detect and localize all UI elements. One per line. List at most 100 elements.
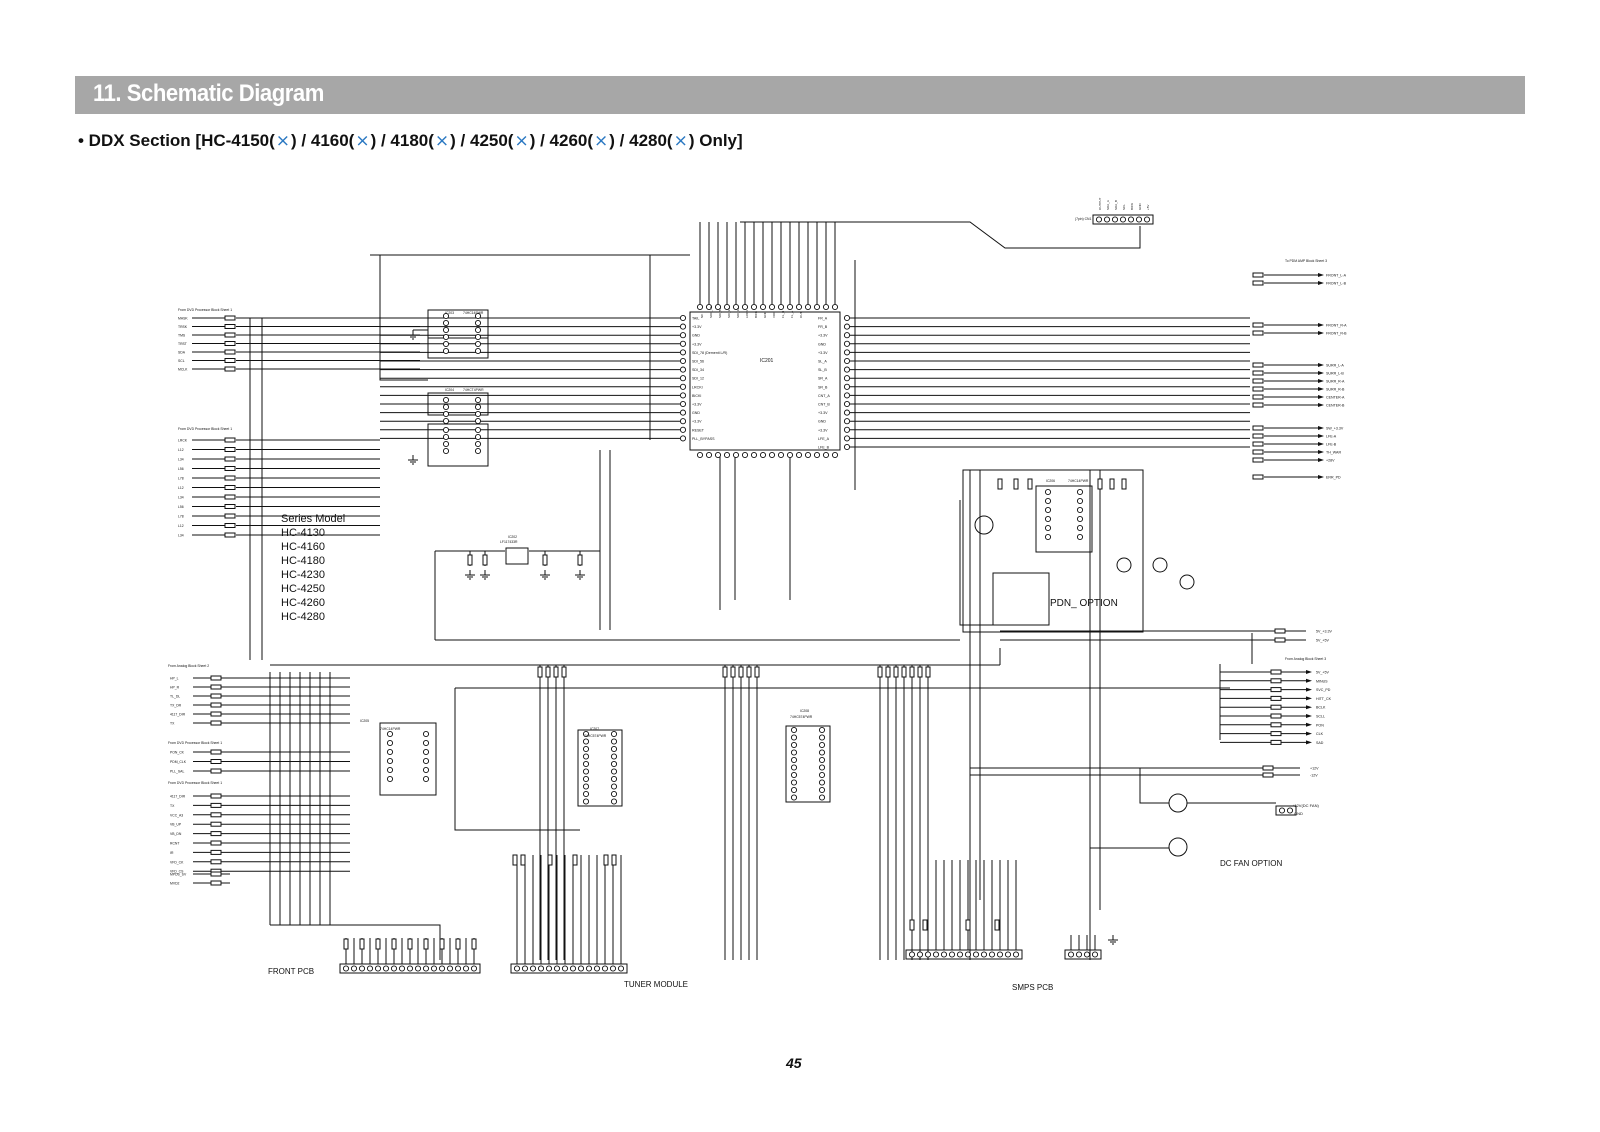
pin <box>582 730 590 738</box>
resistor <box>545 666 551 678</box>
dc-fan-option-label: DC FAN OPTION <box>1220 859 1282 868</box>
ic-part: 74HC14PWR <box>380 727 401 731</box>
wire <box>740 221 1141 249</box>
pin <box>818 764 826 771</box>
pin <box>679 392 687 399</box>
tuner-connector <box>510 963 628 974</box>
resistor <box>520 854 526 866</box>
signal-label: TX <box>170 722 175 726</box>
resistor <box>1252 386 1264 392</box>
pin <box>582 745 590 753</box>
pin <box>996 951 1004 958</box>
transistor <box>1168 793 1188 813</box>
ic-body <box>577 729 623 807</box>
pin <box>422 748 430 756</box>
resistor <box>893 666 899 678</box>
pin <box>759 303 767 311</box>
pin <box>1012 951 1020 958</box>
ic-pin-label: +3.3V <box>692 403 702 407</box>
resistor <box>994 919 1000 931</box>
pin <box>610 745 618 753</box>
pin <box>714 451 722 459</box>
pin <box>617 965 625 972</box>
pin <box>1111 216 1119 223</box>
pin <box>342 965 350 972</box>
ic-pin-label: NC <box>700 313 704 318</box>
pin <box>1119 216 1127 223</box>
arrow <box>1306 731 1312 736</box>
resistor <box>1013 478 1019 490</box>
front-pcb-label: FRONT PCB <box>268 967 314 976</box>
resistor <box>738 666 744 678</box>
ic-pin-label: SDI_56 <box>692 360 704 364</box>
resistor <box>1252 474 1264 480</box>
resistor <box>1252 394 1264 400</box>
pin <box>386 730 394 738</box>
output-label: CENTER-A <box>1326 396 1345 400</box>
resistor <box>210 793 222 799</box>
pin <box>521 965 529 972</box>
pin <box>422 766 430 774</box>
arrow <box>1318 371 1324 375</box>
ic-body <box>785 725 831 803</box>
signal-label: VFD_CK <box>170 860 184 864</box>
top-right-connector <box>1092 214 1154 225</box>
resistor <box>722 666 728 678</box>
resistor <box>1252 402 1264 408</box>
pin <box>843 418 851 425</box>
pin <box>442 440 450 448</box>
signal-label: L34 <box>178 534 184 538</box>
ic-pin-label: SL_A <box>818 360 827 364</box>
output-label: SAD <box>1316 741 1324 745</box>
pin <box>679 323 687 330</box>
arrow <box>1318 331 1324 335</box>
pin <box>679 366 687 373</box>
pin <box>790 771 798 779</box>
pin <box>777 303 785 311</box>
resistor <box>210 749 222 755</box>
pin <box>474 333 482 341</box>
resistor <box>210 684 222 690</box>
not-applicable-mark: ⨯ <box>673 131 688 150</box>
output-label: SVC_PD <box>1316 688 1331 692</box>
resistor <box>224 504 236 509</box>
signal-label: MCLK <box>178 368 188 372</box>
resistor <box>1109 478 1115 490</box>
ic-part: 74HC14PWR <box>1068 479 1089 483</box>
resistor <box>1252 272 1264 278</box>
resistor <box>467 554 473 566</box>
pin <box>818 726 826 734</box>
resistor <box>1252 457 1264 463</box>
pin <box>382 965 390 972</box>
fan-connector-label: +12V(DC FAN) <box>1292 803 1319 808</box>
ic-pin-label: SDI_12 <box>692 377 704 381</box>
pin <box>790 779 798 786</box>
subtitle-part: ) / 4260( <box>529 131 594 150</box>
resistor <box>210 871 222 877</box>
pin <box>422 730 430 738</box>
ic-pin-label: +3.3V <box>818 351 828 355</box>
signal-label: L34 <box>178 496 184 500</box>
output-label: SURR_L-B <box>1326 372 1344 376</box>
pin <box>470 965 478 972</box>
pin <box>818 794 826 801</box>
pin <box>1091 951 1099 958</box>
ic-part: 74HC14PWR <box>463 311 484 315</box>
resistor <box>210 812 222 818</box>
ic-ref: IC204 <box>445 388 454 392</box>
ic-pin-label: GND <box>818 420 826 424</box>
resistor <box>224 456 236 462</box>
arrow <box>1318 434 1324 438</box>
resistor <box>885 666 891 678</box>
resistor <box>909 919 915 931</box>
pin <box>843 357 851 365</box>
ic-pin-label: OUT <box>799 312 803 319</box>
resistor <box>224 466 236 471</box>
resistor <box>210 675 222 681</box>
pin <box>582 768 590 775</box>
ic-pin-label: BICK <box>754 311 758 318</box>
pin <box>988 951 996 958</box>
pin <box>790 764 798 771</box>
pin <box>442 333 450 341</box>
pdn-option-block <box>962 469 1144 633</box>
